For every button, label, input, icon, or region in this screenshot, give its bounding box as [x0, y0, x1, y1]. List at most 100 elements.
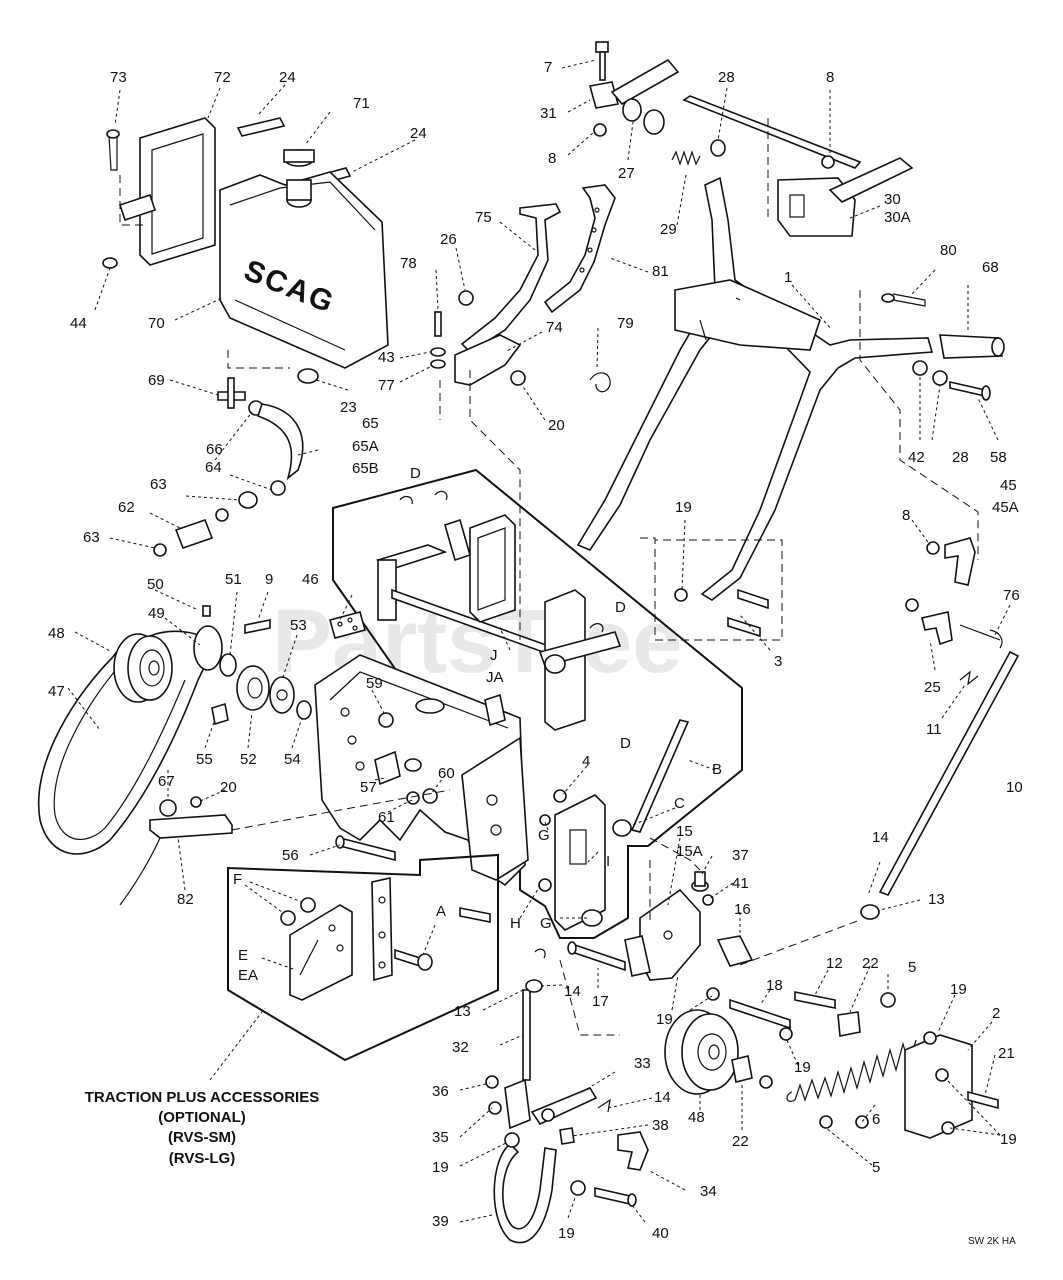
callout-J: J — [490, 647, 498, 664]
bolt-56 — [339, 836, 396, 862]
plate-46 — [329, 611, 366, 639]
callout-31: 31 — [540, 105, 557, 122]
callout-72: 72 — [214, 69, 231, 86]
callout-59: 59 — [366, 675, 383, 692]
callout-30: 30 — [884, 191, 901, 208]
callout-19: 19 — [432, 1159, 449, 1176]
callout-71: 71 — [353, 95, 370, 112]
callout-13: 13 — [454, 1003, 471, 1020]
plate-2 — [904, 1034, 973, 1139]
callout-11: 11 — [926, 721, 942, 738]
callout-23: 23 — [340, 399, 357, 416]
pedal-group — [430, 184, 616, 393]
plate-E — [289, 904, 353, 1001]
callout-12: 12 — [826, 955, 843, 972]
callout-24: 24 — [279, 69, 296, 86]
callout-17: 17 — [592, 993, 609, 1010]
callout-66: 66 — [206, 441, 223, 458]
lever-block-31 — [588, 81, 620, 109]
callout-48: 48 — [48, 625, 65, 642]
pedal-bracket-81 — [543, 184, 616, 314]
callout-57: 57 — [360, 779, 377, 796]
idler-arm-67 — [149, 814, 233, 839]
callout-5: 5 — [908, 959, 916, 976]
callout-19: 19 — [558, 1225, 575, 1242]
callout-14: 14 — [872, 829, 889, 846]
callout-63: 63 — [83, 529, 100, 546]
construction-lines — [119, 175, 861, 1036]
rod-32 — [522, 989, 531, 1081]
callout-30A: 30A — [884, 209, 911, 226]
callout-69: 69 — [148, 372, 165, 389]
callout-19: 19 — [656, 1011, 673, 1028]
callout-1: 1 — [784, 269, 792, 286]
accessories-outline — [227, 853, 499, 1062]
lower-right-group — [567, 871, 999, 1139]
callout-22: 22 — [732, 1133, 749, 1150]
decal-24-top — [236, 117, 286, 137]
spring-6 — [794, 1039, 917, 1102]
callout-20: 20 — [220, 779, 237, 796]
callout-19: 19 — [1000, 1131, 1017, 1148]
callout-67: 67 — [158, 773, 175, 790]
hub-52 — [236, 665, 270, 711]
callout-64: 64 — [205, 459, 222, 476]
callout-B: B — [712, 761, 722, 778]
drawing-reference: SW 2K HA — [968, 1236, 1016, 1247]
pedal-mount-74 — [454, 334, 522, 386]
callout-G: G — [538, 827, 550, 844]
tank-fitting-23 — [297, 368, 319, 384]
callout-3: 3 — [774, 653, 782, 670]
transmission-plate-group — [314, 654, 690, 931]
central-assembly-group — [375, 490, 622, 731]
callout-62: 62 — [118, 499, 135, 516]
callout-8: 8 — [548, 150, 556, 167]
callout-80: 80 — [940, 242, 957, 259]
callout-19: 19 — [794, 1059, 811, 1076]
callout-28: 28 — [718, 69, 735, 86]
callout-28: 28 — [952, 449, 969, 466]
callout-76: 76 — [1003, 587, 1020, 604]
fuel-tank-group: SCAG — [102, 117, 389, 384]
callout-35: 35 — [432, 1129, 449, 1146]
bolt-26 — [458, 290, 474, 306]
accessories-caption: TRACTION PLUS ACCESSORIES (OPTIONAL) (RV… — [85, 1089, 319, 1167]
callout-14: 14 — [564, 983, 581, 1000]
handle-grip-68 — [939, 334, 1003, 359]
callout-77: 77 — [378, 377, 395, 394]
fuel-hose-65 — [256, 403, 304, 481]
belt-pulley-group — [37, 605, 366, 855]
fuel-filter-64 — [238, 491, 258, 509]
shaft-bracket — [377, 559, 397, 621]
rod-10 — [878, 650, 1020, 896]
callout-19: 19 — [675, 499, 692, 516]
lever-handle — [610, 58, 680, 106]
callout-39: 39 — [432, 1213, 449, 1230]
callout-29: 29 — [660, 221, 677, 238]
callout-68: 68 — [982, 259, 999, 276]
callout-E: E — [238, 947, 248, 964]
plate-I — [554, 794, 606, 931]
callout-EA: EA — [238, 967, 258, 984]
callout-15A: 15A — [676, 843, 703, 860]
callout-5: 5 — [872, 1159, 880, 1176]
caption-line-1: TRACTION PLUS ACCESSORIES — [85, 1089, 319, 1106]
control-lever-group — [588, 41, 914, 237]
bracket-35 — [504, 1078, 531, 1130]
leader-lines — [67, 59, 1011, 1223]
callout-I: I — [606, 853, 610, 870]
callout-63: 63 — [150, 476, 167, 493]
callout-C: C — [674, 795, 685, 812]
callout-40: 40 — [652, 1225, 669, 1242]
callout-37: 37 — [732, 847, 749, 864]
callout-6: 6 — [872, 1111, 880, 1128]
callout-21: 21 — [998, 1045, 1015, 1062]
callout-D: D — [620, 735, 631, 752]
hose-62 — [174, 518, 214, 550]
callout-26: 26 — [440, 231, 457, 248]
callout-10: 10 — [1006, 779, 1023, 796]
callout-65B: 65B — [352, 460, 379, 477]
tank-strap-bracket — [139, 117, 216, 266]
handle-frame-group — [576, 176, 1005, 601]
